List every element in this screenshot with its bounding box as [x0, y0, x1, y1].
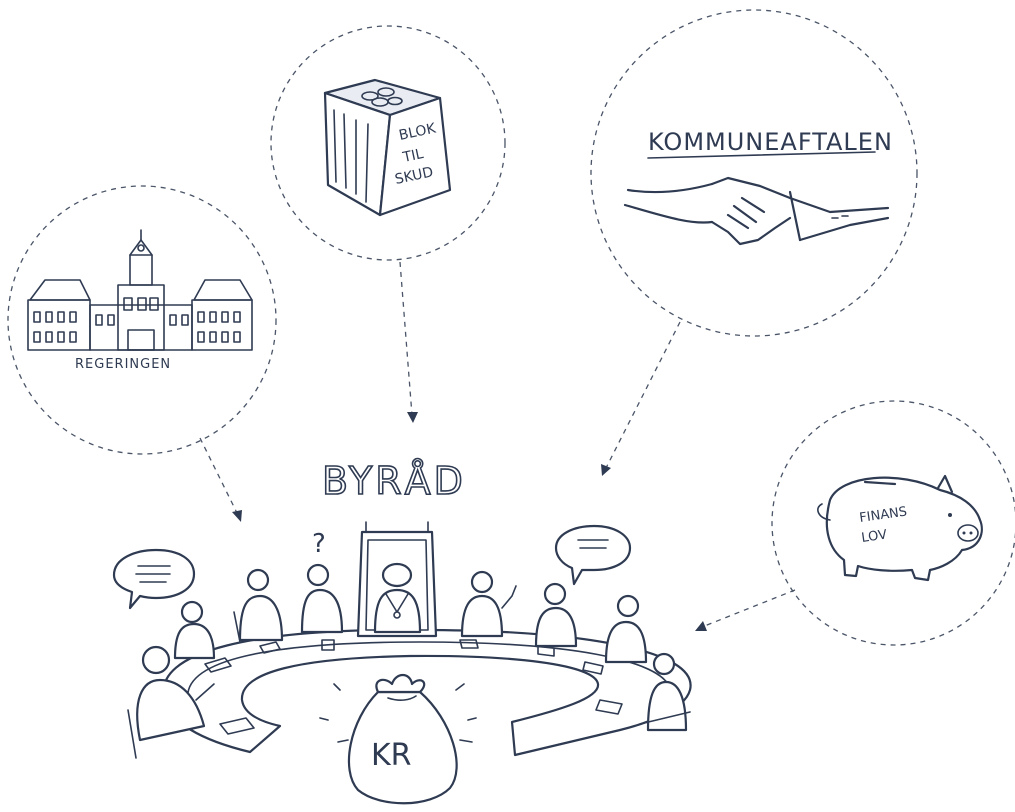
finanslov-label-line2: LOV: [860, 528, 888, 546]
money-bag-label: KR: [371, 738, 412, 773]
council-member: [300, 563, 344, 634]
bloktilskud-label-line2: TIL: [401, 146, 426, 166]
council-member: [173, 600, 216, 660]
arrow-finanslov-to-byraad: [695, 589, 796, 631]
money-bag-icon: KR: [319, 673, 477, 805]
bloktilskud-label-line1: BLOK: [398, 120, 438, 144]
council-member: [534, 582, 578, 648]
mayor-figure: [356, 521, 438, 638]
council-member: [639, 652, 691, 732]
speech-bubble-right: [554, 524, 632, 586]
arrow-kommuneaftalen-to-byraad: [601, 321, 681, 476]
handshake-icon: [623, 176, 890, 246]
parliament-building-icon: [27, 229, 253, 351]
bloktilskud-label-line3: SKUD: [394, 164, 435, 188]
regeringen-circle: [7, 185, 277, 455]
council-member: [604, 594, 648, 664]
council-member: [460, 570, 517, 638]
regeringen-label: REGERINGEN: [75, 357, 171, 372]
speech-bubble-left: [112, 548, 196, 610]
arrow-bloktilskud-to-byraad: [399, 261, 418, 423]
bloktilskud-circle: [270, 25, 506, 261]
piggy-bank-icon: FINANS LOV: [817, 474, 983, 582]
cube-icon: BLOK TIL SKUD: [323, 78, 452, 217]
arrow-regeringen-to-byraad: [199, 437, 242, 522]
byraad-title: BYRÅD: [322, 459, 466, 503]
kommuneaftalen-label: KOMMUNEAFTALEN: [648, 128, 893, 156]
finanslov-circle: [771, 400, 1015, 646]
question-mark: ?: [312, 529, 326, 559]
council-member: [233, 568, 284, 643]
kommuneaftalen-underline: [647, 151, 876, 159]
kommuneaftalen-circle: [590, 9, 918, 337]
council-member: [127, 645, 215, 759]
finanslov-label-line1: FINANS: [858, 504, 908, 526]
